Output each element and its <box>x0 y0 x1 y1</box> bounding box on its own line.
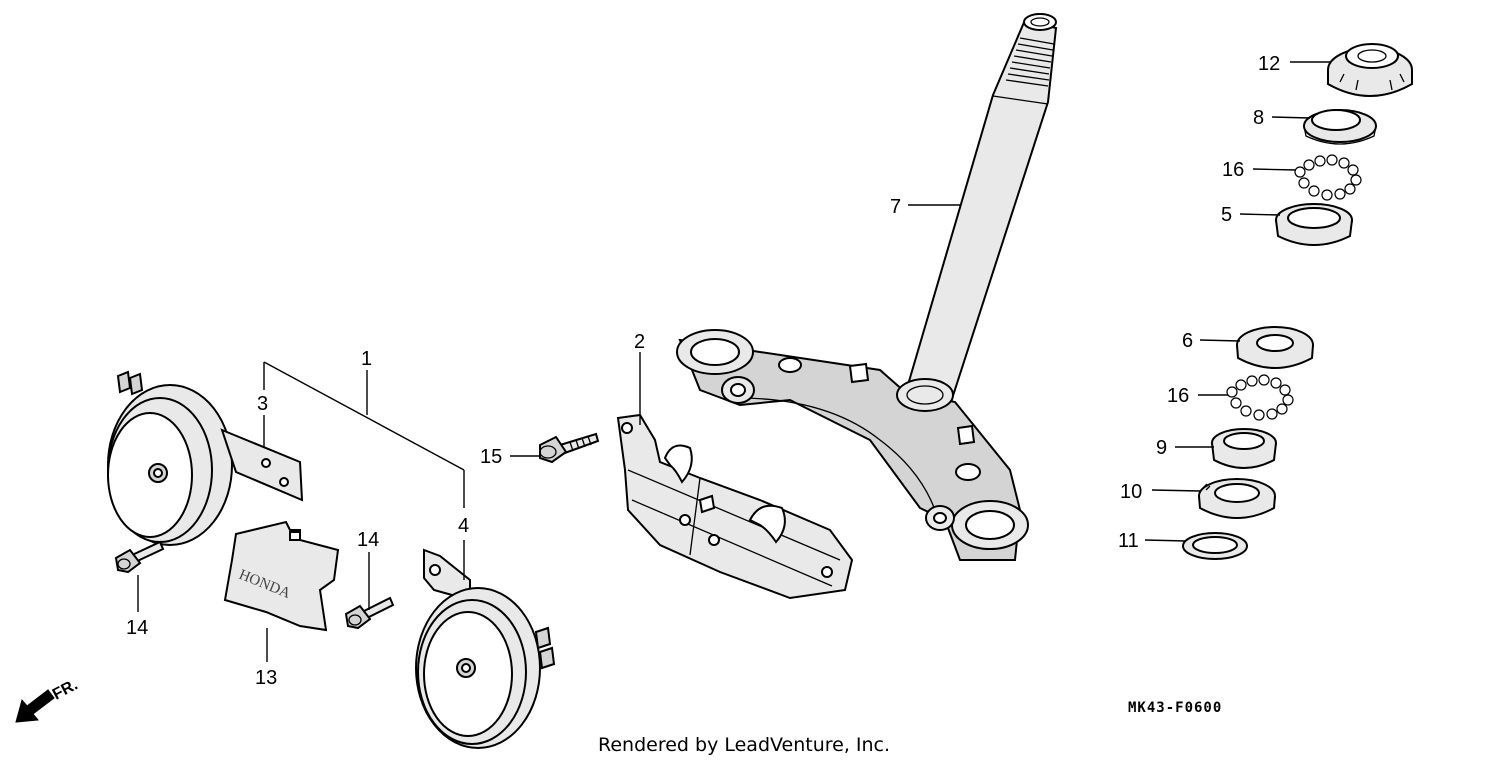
horn-right <box>415 548 556 749</box>
front-direction-indicator: FR. <box>15 676 81 723</box>
horn-bracket-part-3 <box>220 428 304 502</box>
horn-bracket-part-2 <box>616 413 854 600</box>
ball-race-part-5 <box>1275 203 1353 246</box>
callout-11: 11 <box>1118 530 1139 552</box>
callout-14-right: 14 <box>357 529 379 551</box>
steering-stem-part-7 <box>676 13 1058 561</box>
dust-seal-part-6 <box>1236 326 1314 369</box>
callout-7: 7 <box>890 196 901 218</box>
callout-13: 13 <box>255 667 277 689</box>
bolt-part-14-left <box>114 540 165 574</box>
horn-cover-part-13: HONDA <box>223 520 340 632</box>
cone-race-part-8 <box>1303 109 1377 145</box>
front-label: FR. <box>50 676 81 703</box>
bolt-part-14-right <box>344 596 395 630</box>
callout-12: 12 <box>1258 53 1280 75</box>
washer-part-11 <box>1182 532 1248 560</box>
steel-balls-part-16-upper <box>1294 154 1362 201</box>
leader-lines <box>137 61 1330 662</box>
dust-seal-part-10 <box>1198 478 1276 519</box>
callout-15: 15 <box>480 446 502 468</box>
callout-2: 2 <box>634 331 645 353</box>
callout-8: 8 <box>1253 107 1264 129</box>
callouts: 1 3 4 2 7 12 8 16 5 6 16 9 10 11 15 14 1… <box>126 53 1280 689</box>
lock-nut-part-12 <box>1327 43 1413 97</box>
callout-16-upper: 16 <box>1222 159 1244 181</box>
diagram-code: MK43-F0600 <box>1128 700 1222 716</box>
ball-race-part-9 <box>1211 428 1277 469</box>
horn-left <box>107 370 233 546</box>
steel-balls-part-16-lower <box>1226 374 1294 421</box>
callout-6: 6 <box>1182 330 1193 352</box>
callout-4: 4 <box>458 515 469 537</box>
bolt-part-15 <box>539 432 600 464</box>
callout-3: 3 <box>257 393 268 415</box>
callout-14-left: 14 <box>126 617 148 639</box>
render-credit: Rendered by LeadVenture, Inc. <box>598 734 890 756</box>
callout-16-lower: 16 <box>1167 385 1189 407</box>
callout-10: 10 <box>1120 481 1142 503</box>
front-arrow-icon <box>15 689 55 723</box>
callout-1: 1 <box>361 348 372 370</box>
callout-5: 5 <box>1221 204 1232 226</box>
callout-9: 9 <box>1156 437 1167 459</box>
